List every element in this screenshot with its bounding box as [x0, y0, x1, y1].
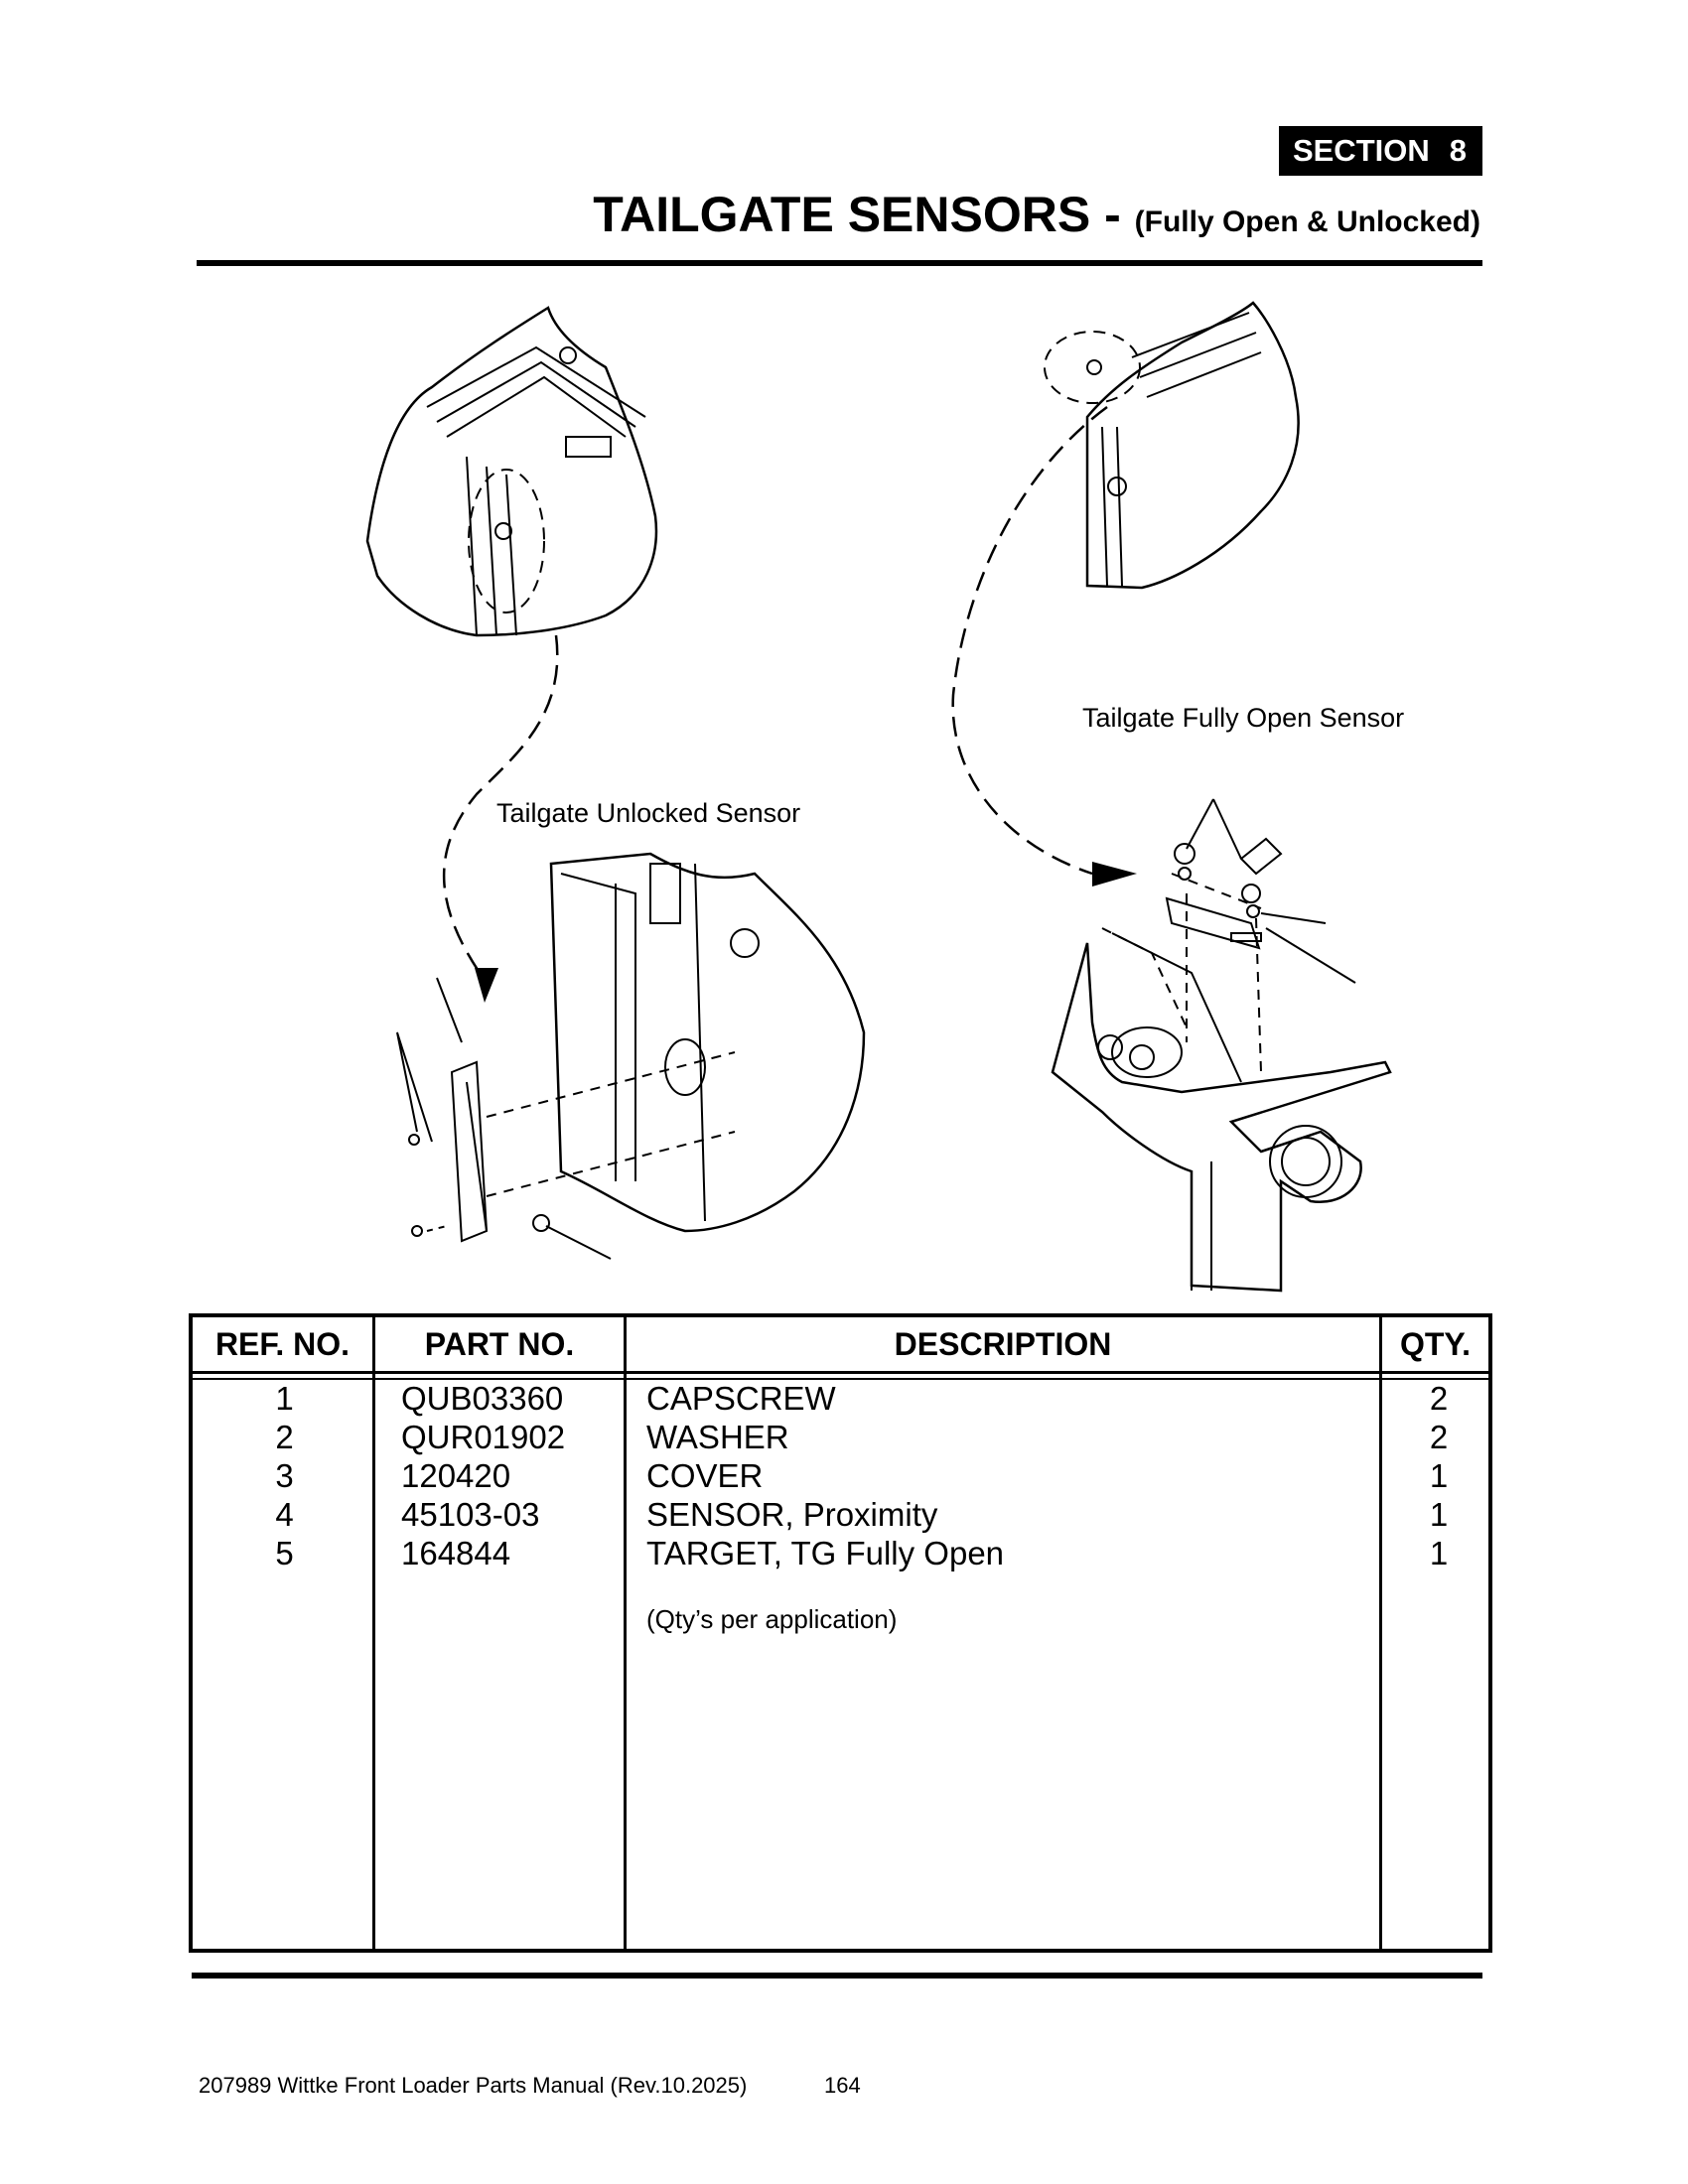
table-body: 1 QUB03360 CAPSCREW 2 2 QUR01902 WASHER …: [193, 1379, 1488, 1572]
description: TARGET, TG Fully Open: [646, 1535, 1005, 1571]
tailgate-corner-detail: [365, 306, 658, 637]
header-part-no: PART NO.: [424, 1326, 575, 1362]
callout-fully-open-sensor: Tailgate Fully Open Sensor: [1082, 703, 1405, 733]
parts-table: REF. NO. PART NO. DESCRIPTION QTY. 1 QUB…: [189, 1313, 1492, 1953]
table-row: 3 120420 COVER 1: [193, 1456, 1488, 1495]
title-subtitle: (Fully Open & Unlocked): [1134, 205, 1480, 238]
table-row: 1 QUB03360 CAPSCREW 2: [193, 1379, 1488, 1418]
table-row: 5 164844 TARGET, TG Fully Open 1: [193, 1534, 1488, 1572]
description: WASHER: [646, 1419, 789, 1455]
table-row: 2 QUR01902 WASHER 2: [193, 1418, 1488, 1456]
section-label: SECTION: [1292, 133, 1430, 168]
header-qty: QTY.: [1399, 1326, 1472, 1362]
description: CAPSCREW: [646, 1380, 836, 1417]
qty: 1: [1429, 1496, 1449, 1533]
callout-unlocked-sensor: Tailgate Unlocked Sensor: [496, 798, 801, 828]
ref-no: 3: [275, 1457, 294, 1494]
qty: 2: [1429, 1380, 1449, 1417]
ref-no: 1: [275, 1380, 294, 1417]
header-description: DESCRIPTION: [894, 1326, 1112, 1362]
header-divider: [193, 1378, 1488, 1380]
footer-manual-title: 207989 Wittke Front Loader Parts Manual …: [199, 2073, 748, 2098]
part-no: 120420: [401, 1457, 511, 1494]
header-rule: [197, 260, 1482, 266]
unlocked-sensor-assembly: [396, 852, 866, 1260]
column-divider: [1379, 1317, 1382, 1949]
page-number: 164: [824, 2073, 861, 2098]
table-row: 4 45103-03 SENSOR, Proximity 1: [193, 1495, 1488, 1534]
leader-curve-right: [951, 405, 1108, 876]
tailgate-hinge-detail: [1044, 301, 1300, 590]
leader-curve-left: [442, 634, 559, 984]
section-badge: SECTION 8: [1278, 126, 1482, 176]
ref-no: 5: [275, 1535, 294, 1571]
page-title: TAILGATE SENSORS - (Fully Open & Unlocke…: [593, 182, 1480, 255]
qty: 1: [1429, 1535, 1449, 1571]
title-main: TAILGATE SENSORS -: [593, 187, 1135, 242]
description: SENSOR, Proximity: [646, 1496, 938, 1533]
part-no: QUR01902: [401, 1419, 566, 1455]
ref-no: 2: [275, 1419, 294, 1455]
part-no: 45103-03: [401, 1496, 540, 1533]
qty: 1: [1429, 1457, 1449, 1494]
qty: 2: [1429, 1419, 1449, 1455]
header-ref-no: REF. NO.: [214, 1326, 351, 1362]
exploded-view-illustration: [365, 301, 1392, 1293]
footer-rule: [192, 1973, 1482, 1979]
description: COVER: [646, 1457, 764, 1494]
arrowhead-left: [475, 968, 498, 1003]
arrowhead-right: [1092, 862, 1137, 887]
fully-open-sensor-assembly: [1051, 798, 1392, 1293]
part-no: QUB03360: [401, 1380, 564, 1417]
ref-no: 4: [275, 1496, 294, 1533]
column-divider: [372, 1317, 375, 1949]
column-divider: [624, 1317, 627, 1949]
header-divider: [193, 1371, 1488, 1374]
section-number: 8: [1449, 133, 1467, 168]
part-no: 164844: [401, 1535, 511, 1571]
qty-note: (Qty’s per application): [646, 1604, 898, 1634]
